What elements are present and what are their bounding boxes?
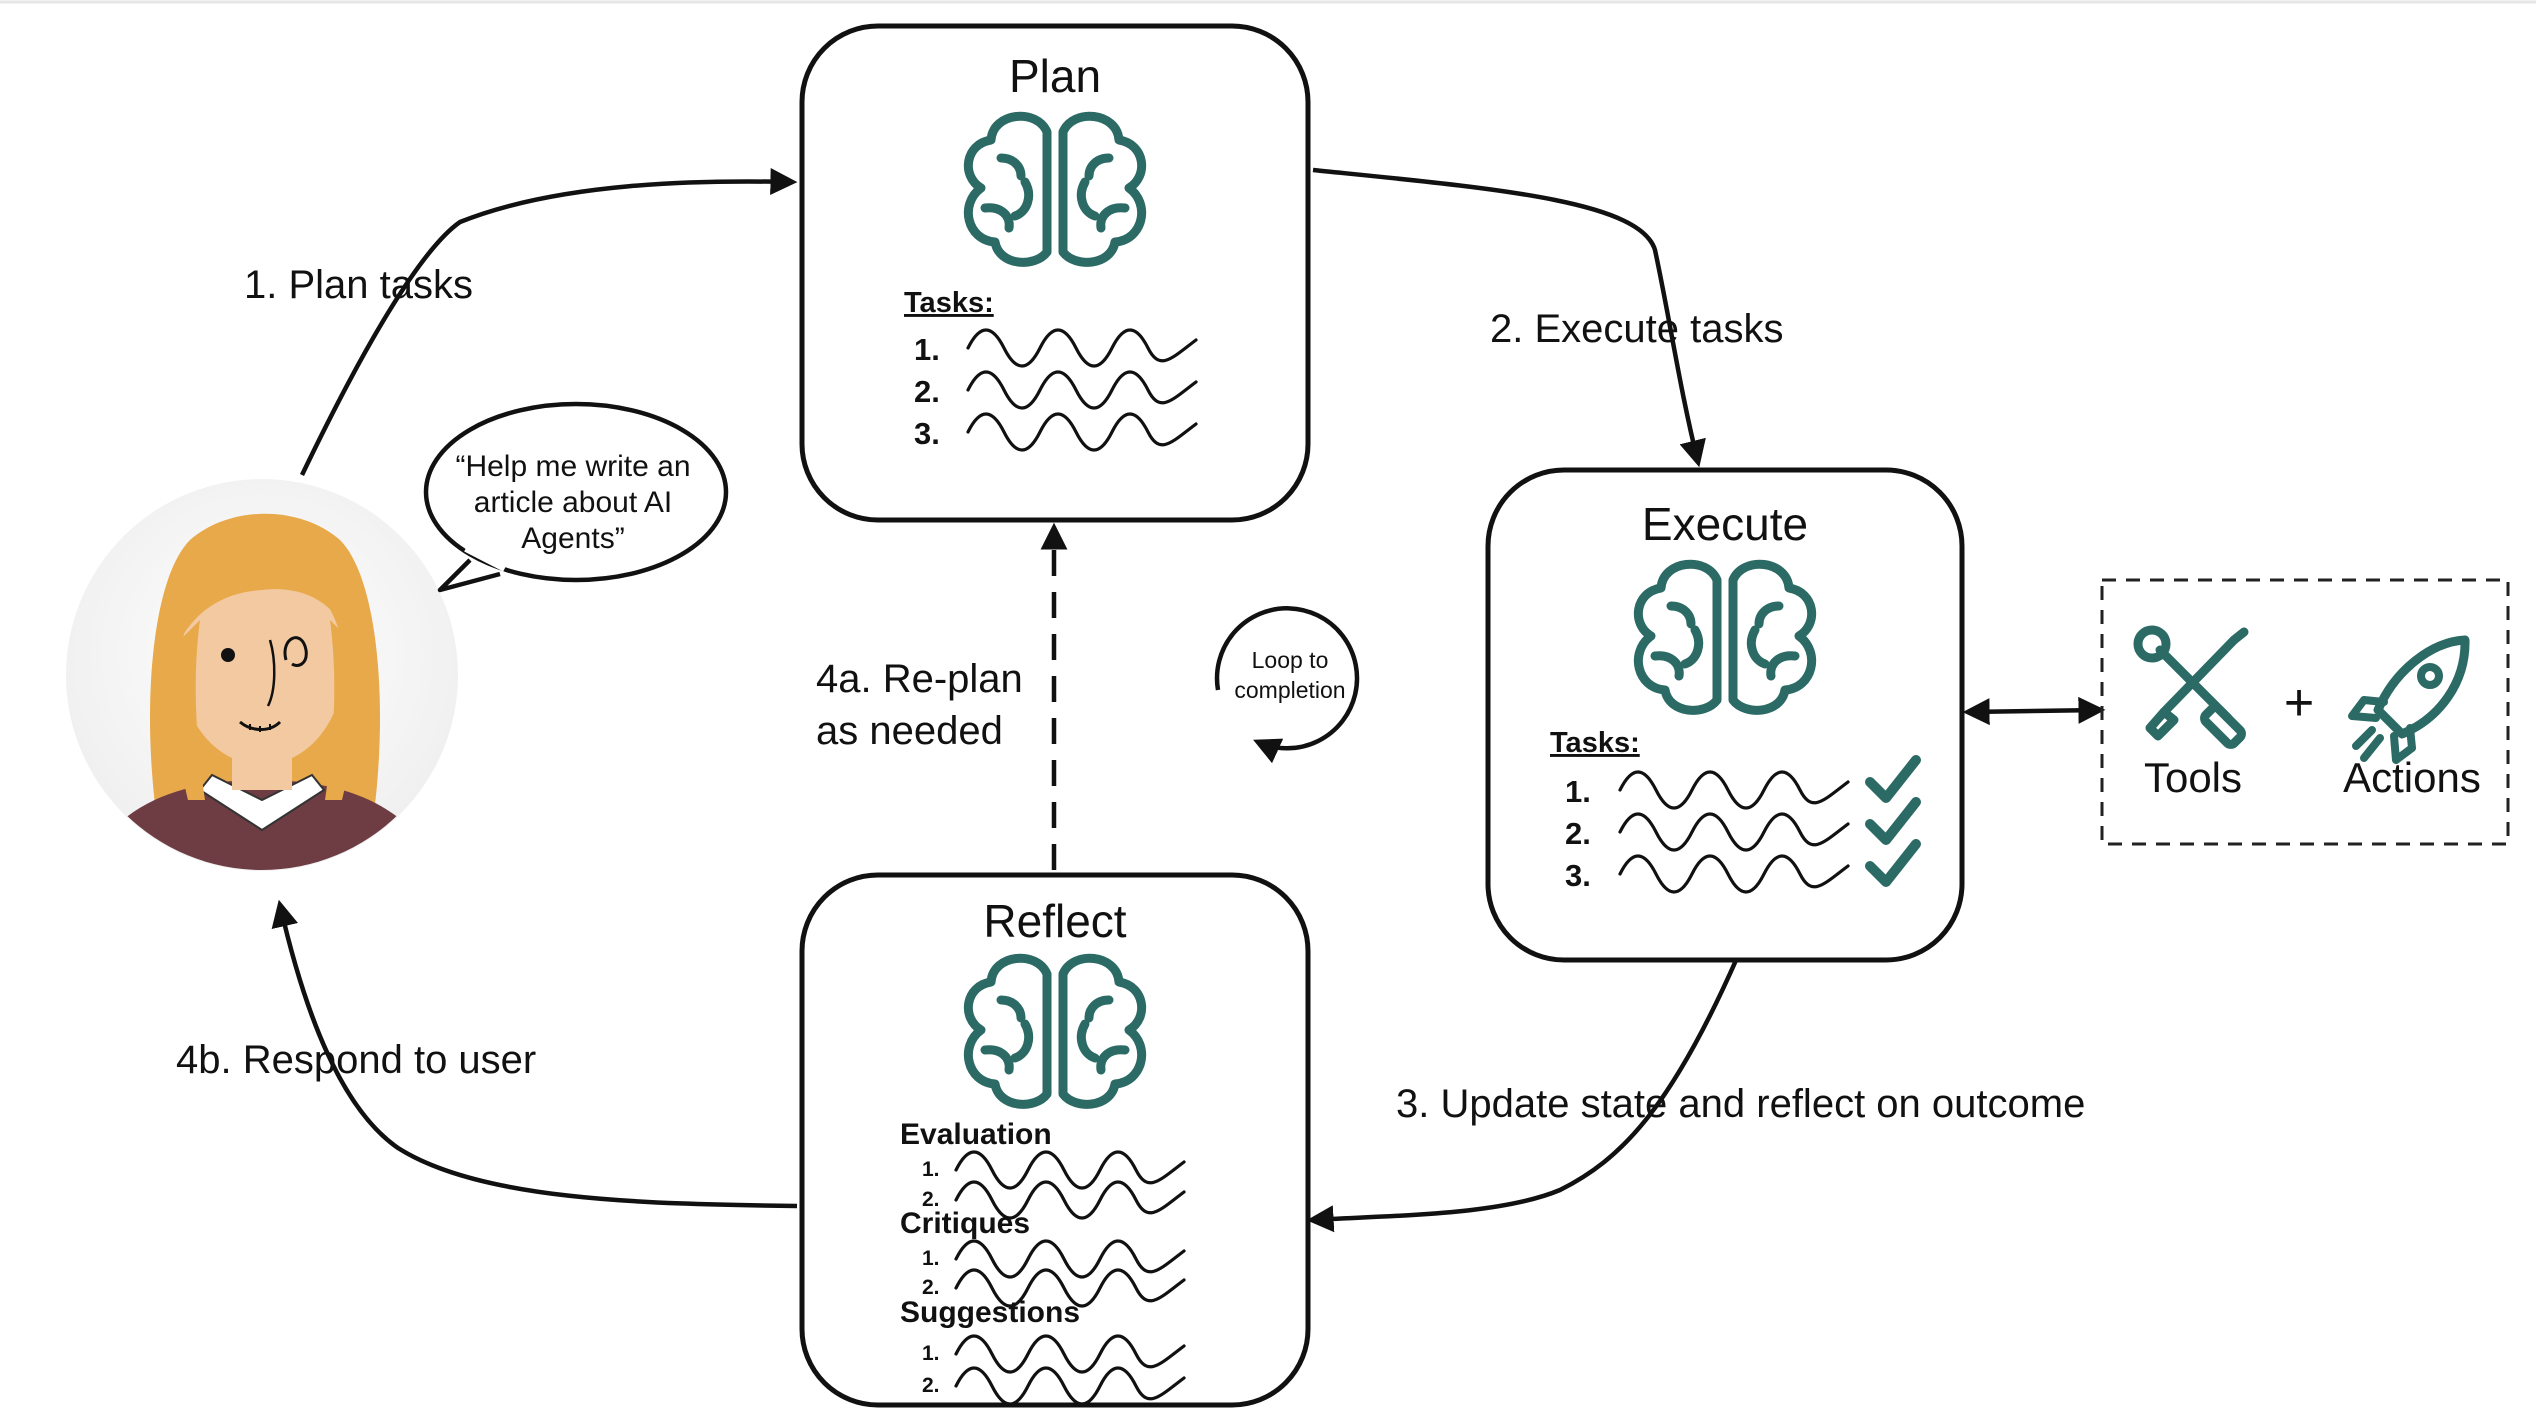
loop-label-line-2: completion [1234,677,1345,703]
label-replan-line-1: 4a. Re-plan [816,657,1023,701]
label-respond-user: 4b. Respond to user [176,1038,536,1082]
tools-icon [2133,625,2249,749]
loop-arrow-icon [1214,606,1360,764]
checkmark-icon [1865,755,1921,803]
plan-task-number: 2. [914,374,940,409]
plan-node: Plan Tasks: 1. 2. 3. [799,23,1311,523]
actions-label: Actions [2343,754,2481,801]
plan-task-number: 1. [914,332,940,367]
tools-label: Tools [2144,754,2242,801]
checkmark-icon [1865,797,1921,845]
reflect-node: Reflect Evaluation 1. 2. Critiques 1. 2.… [799,872,1311,1408]
reflect-section-label: Evaluation [900,1118,1052,1151]
checkmark-icon [1865,839,1921,887]
execute-task-number: 1. [1565,774,1591,809]
reflect-item-number: 2. [922,1276,940,1299]
label-execute-tasks: 2. Execute tasks [1490,307,1783,351]
execute-task-number: 2. [1565,816,1591,851]
reflect-item-number: 1. [922,1342,940,1365]
plus-sign: + [2284,674,2314,732]
reflect-item-number: 2. [922,1188,940,1211]
loop-indicator: Loop to completion [1214,606,1360,764]
plan-title: Plan [1009,50,1101,102]
speech-line-3: Agents” [521,522,624,555]
plan-tasks-label: Tasks: [904,287,994,319]
edge-plan-tasks [299,168,798,476]
execute-title: Execute [1642,498,1808,550]
speech-line-1: “Help me write an [455,450,690,483]
edge-execute-tools [1962,696,2106,726]
label-update-reflect: 3. Update state and reflect on outcome [1396,1082,2085,1126]
loop-label-line-1: Loop to [1252,647,1329,673]
reflect-section-label: Suggestions [900,1296,1080,1329]
reflect-title: Reflect [983,895,1126,947]
reflect-item-number: 1. [922,1247,940,1270]
label-replan-line-2: as needed [816,709,1003,753]
edge-respond-user [271,899,798,1209]
rocket-icon [2348,635,2470,764]
execute-task-number: 3. [1565,858,1591,893]
reflect-item-number: 1. [922,1158,940,1181]
tools-actions-node: + Tools Actions [2100,578,2510,846]
execute-tasks-label: Tasks: [1550,727,1640,759]
execute-node: Execute Tasks: 1. 2. 3. [1485,467,1965,963]
edge-update-reflect [1306,957,1740,1233]
plan-task-number: 3. [914,416,940,451]
speech-bubble: “Help me write an article about AI Agent… [423,401,729,593]
speech-line-2: article about AI [474,486,672,519]
edge-execute-tasks [1312,167,1706,468]
reflect-item-number: 2. [922,1374,940,1397]
label-plan-tasks: 1. Plan tasks [244,263,473,307]
user-avatar [66,479,458,871]
reflect-section-label: Critiques [900,1207,1030,1240]
